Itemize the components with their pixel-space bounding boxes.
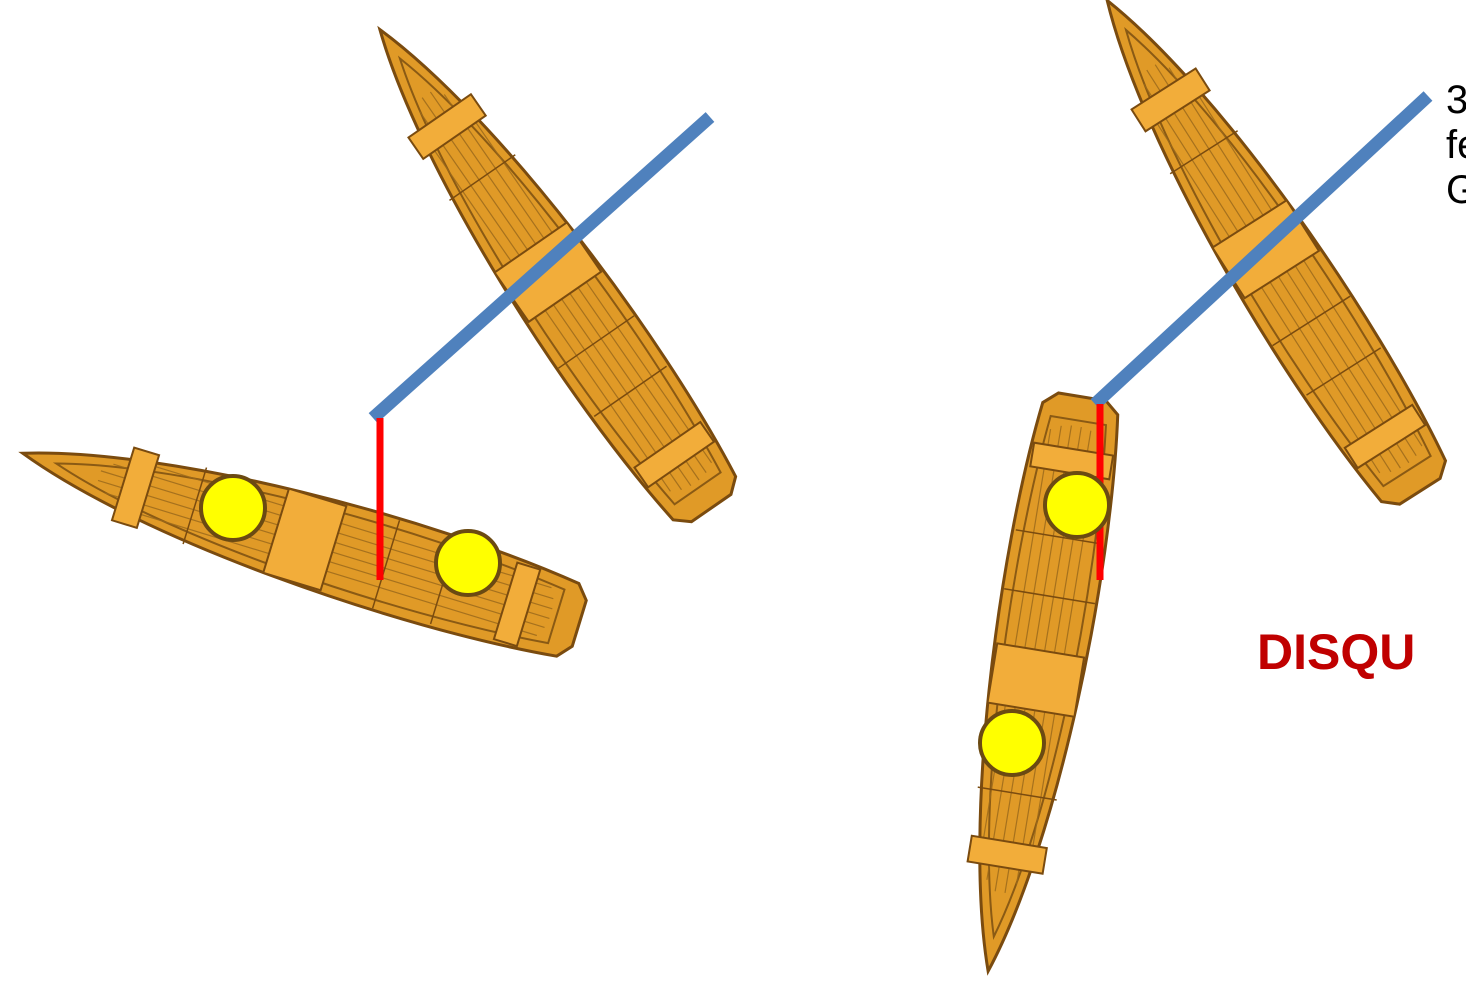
paddler-marker-left-1 (201, 476, 265, 540)
boat-right-upper (1067, 0, 1460, 517)
paddler-marker-right-1 (1045, 473, 1109, 537)
verdict-label: DISQU (1257, 623, 1415, 681)
boat-left-lower (9, 408, 593, 669)
note-line-1: 3 (1446, 78, 1466, 123)
note-line-2: fe (1446, 123, 1466, 168)
paddler-marker-left-2 (436, 531, 500, 595)
paddler-marker-right-2 (980, 711, 1044, 775)
note-line-3: G (1446, 168, 1466, 213)
